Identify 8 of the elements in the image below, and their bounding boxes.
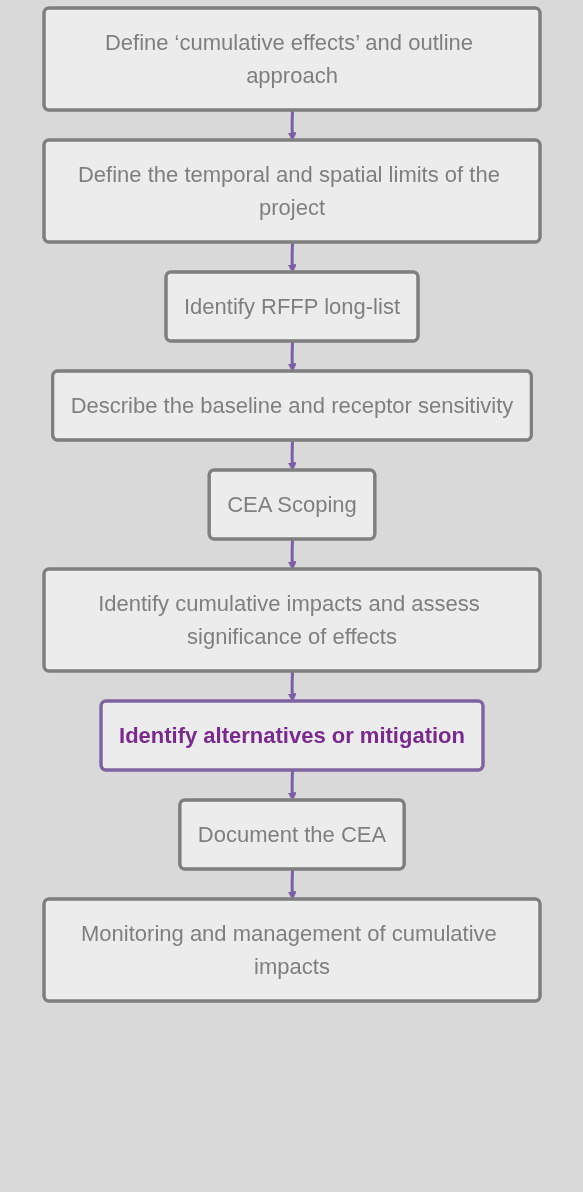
arrow [287, 869, 297, 900]
arrow [287, 539, 297, 570]
arrow [287, 242, 297, 273]
arrow [287, 341, 297, 372]
arrow [287, 671, 297, 702]
arrow [287, 770, 297, 801]
arrow [287, 110, 297, 141]
arrow [287, 440, 297, 471]
